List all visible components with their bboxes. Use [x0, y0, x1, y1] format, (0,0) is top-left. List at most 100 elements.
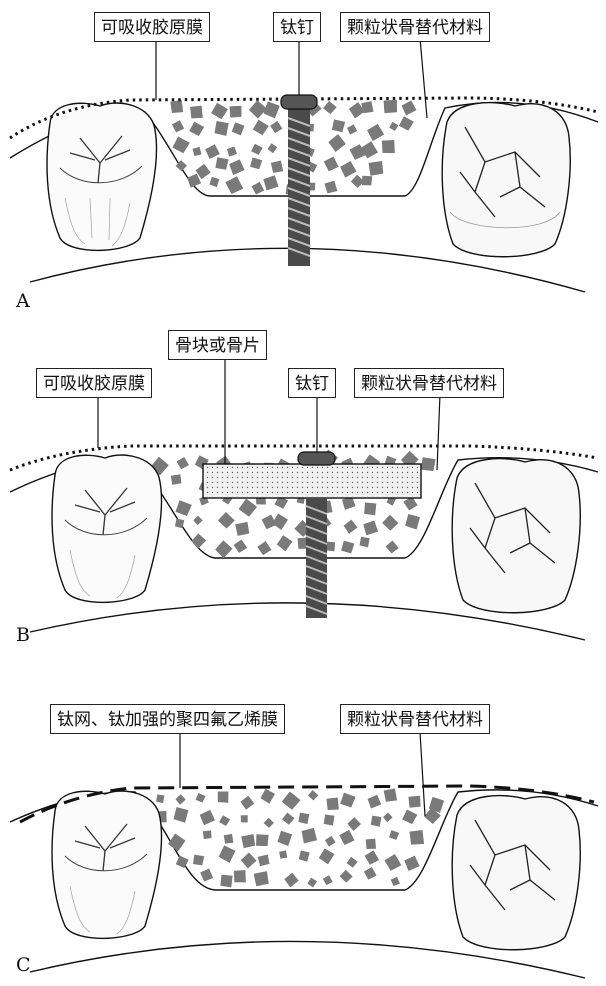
granule: [174, 854, 190, 870]
label-screw: 钛钉: [273, 12, 321, 42]
granule: [263, 817, 275, 829]
granule: [215, 789, 231, 805]
granule: [275, 533, 294, 552]
label-screw: 钛钉: [288, 368, 336, 398]
granule: [235, 521, 250, 536]
granule: [213, 155, 230, 172]
granule: [280, 790, 302, 812]
granule: [339, 160, 357, 178]
leader-graft: [420, 732, 425, 816]
granule: [230, 120, 247, 137]
granule: [325, 796, 341, 812]
granule: [385, 540, 400, 555]
granule: [169, 99, 184, 114]
granule: [263, 175, 279, 191]
right-tooth: [452, 459, 580, 613]
granule: [256, 540, 272, 556]
label-block: 骨块或骨片: [168, 330, 267, 360]
left-tooth: [52, 791, 162, 938]
granule: [397, 114, 415, 132]
granule: [345, 856, 358, 869]
granule: [248, 155, 264, 171]
granule: [400, 807, 419, 826]
granule: [367, 160, 384, 177]
granule: [202, 829, 213, 840]
graft-granules: [153, 787, 446, 890]
label-mesh: 钛网、钛加强的聚四氟乙烯膜: [50, 704, 285, 734]
granule: [194, 792, 207, 805]
granule: [171, 805, 191, 825]
granule: [269, 120, 283, 134]
granule: [232, 868, 249, 885]
granule: [250, 142, 264, 156]
left-tooth: [52, 455, 162, 602]
granule: [216, 843, 238, 865]
granule: [322, 812, 337, 827]
granule: [381, 98, 399, 116]
label-graft: 颗粒状骨替代材料: [340, 12, 490, 42]
label-membrane: 可吸收胶原膜: [94, 12, 210, 42]
granule: [253, 832, 270, 849]
granule: [191, 852, 206, 867]
granule: [225, 175, 244, 194]
granule: [369, 814, 384, 829]
granule: [366, 123, 385, 142]
granule: [307, 789, 319, 801]
panel-label: A: [16, 290, 30, 312]
panel-label: B: [16, 624, 30, 646]
granule: [404, 855, 420, 871]
granule: [241, 834, 256, 849]
granule: [363, 520, 378, 535]
granule: [387, 829, 400, 842]
granule: [240, 851, 258, 869]
granule: [384, 853, 403, 872]
granule: [408, 829, 426, 847]
granule: [271, 160, 284, 173]
granule: [358, 535, 372, 549]
granule: [223, 833, 234, 844]
granule: [173, 517, 186, 530]
granule: [187, 120, 205, 138]
granule: [170, 474, 182, 486]
granule: [209, 101, 230, 122]
label-membrane: 可吸收胶原膜: [36, 368, 152, 398]
granule: [343, 519, 359, 535]
granule: [390, 877, 400, 887]
granule: [283, 872, 299, 888]
granule: [338, 790, 358, 810]
granule: [258, 855, 270, 867]
granule: [240, 795, 256, 811]
granule: [297, 848, 312, 863]
granule: [306, 876, 318, 888]
granule: [176, 456, 189, 469]
granule: [380, 138, 398, 156]
granule: [401, 100, 417, 116]
panel-label: C: [16, 954, 31, 976]
granule: [199, 809, 215, 825]
granule: [237, 497, 259, 519]
granule: [367, 794, 381, 808]
granule: [208, 175, 221, 188]
granule: [189, 104, 205, 120]
granule: [360, 140, 379, 159]
granule: [192, 147, 201, 156]
granule: [218, 872, 235, 889]
granule: [324, 835, 336, 847]
granule: [175, 793, 187, 805]
granule: [170, 134, 191, 155]
granule: [216, 510, 236, 530]
panel-c-diagram: [0, 650, 606, 986]
left-tooth: [47, 103, 157, 250]
titanium-screw: [281, 95, 317, 266]
granule: [233, 539, 248, 554]
granule: [339, 538, 356, 555]
right-tooth: [452, 796, 580, 950]
granule: [323, 156, 339, 172]
granule: [229, 159, 245, 175]
granule: [279, 850, 288, 859]
label-graft: 颗粒状骨替代材料: [340, 704, 490, 734]
granule: [317, 846, 336, 865]
granule: [346, 816, 362, 832]
granule: [364, 837, 377, 850]
granule: [228, 104, 244, 120]
